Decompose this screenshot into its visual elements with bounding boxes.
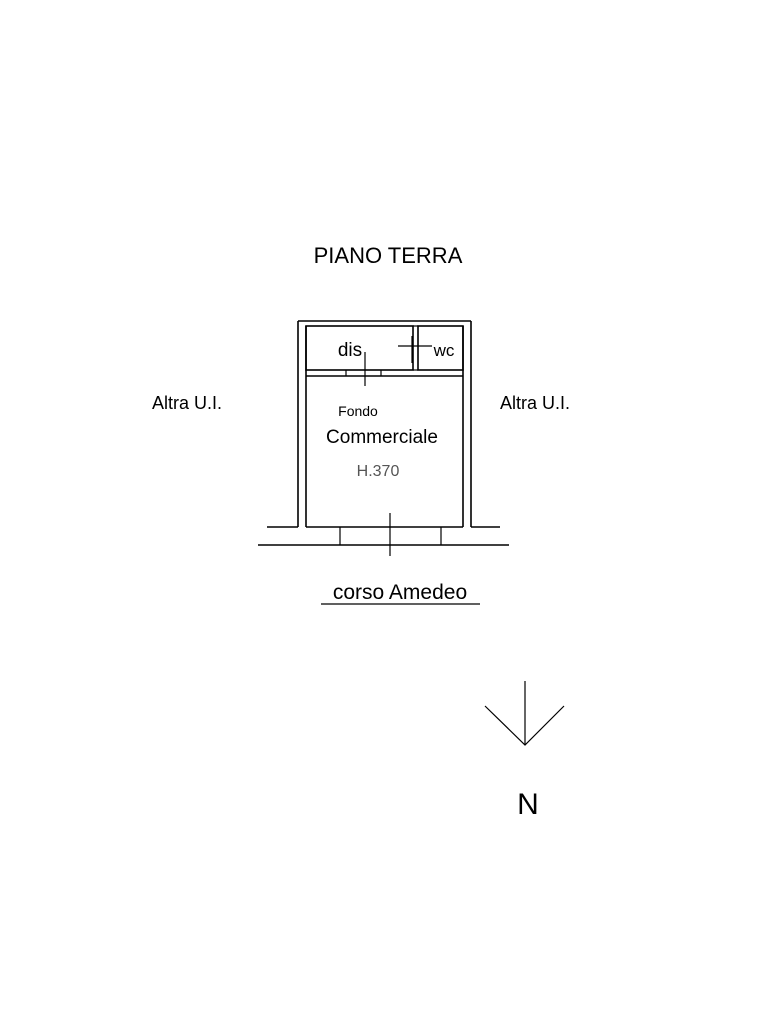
room-dis [305,325,432,386]
room-label-commerciale: Commerciale [326,427,438,448]
room-wc [417,325,464,371]
north-arrow-icon [484,681,565,746]
neighbor-right-label: Altra U.I. [500,393,570,413]
room-label-dis: dis [338,340,362,361]
neighbor-left-label: Altra U.I. [152,393,222,413]
room-label-fondo: Fondo [338,403,378,419]
street-label: corso Amedeo [333,581,467,604]
north-label: N [517,788,539,821]
shopfront-opening [339,513,442,556]
room-label-wc: wc [433,341,455,360]
room-height-label: H.370 [357,463,400,480]
floor-title: PIANO TERRA [314,243,463,268]
